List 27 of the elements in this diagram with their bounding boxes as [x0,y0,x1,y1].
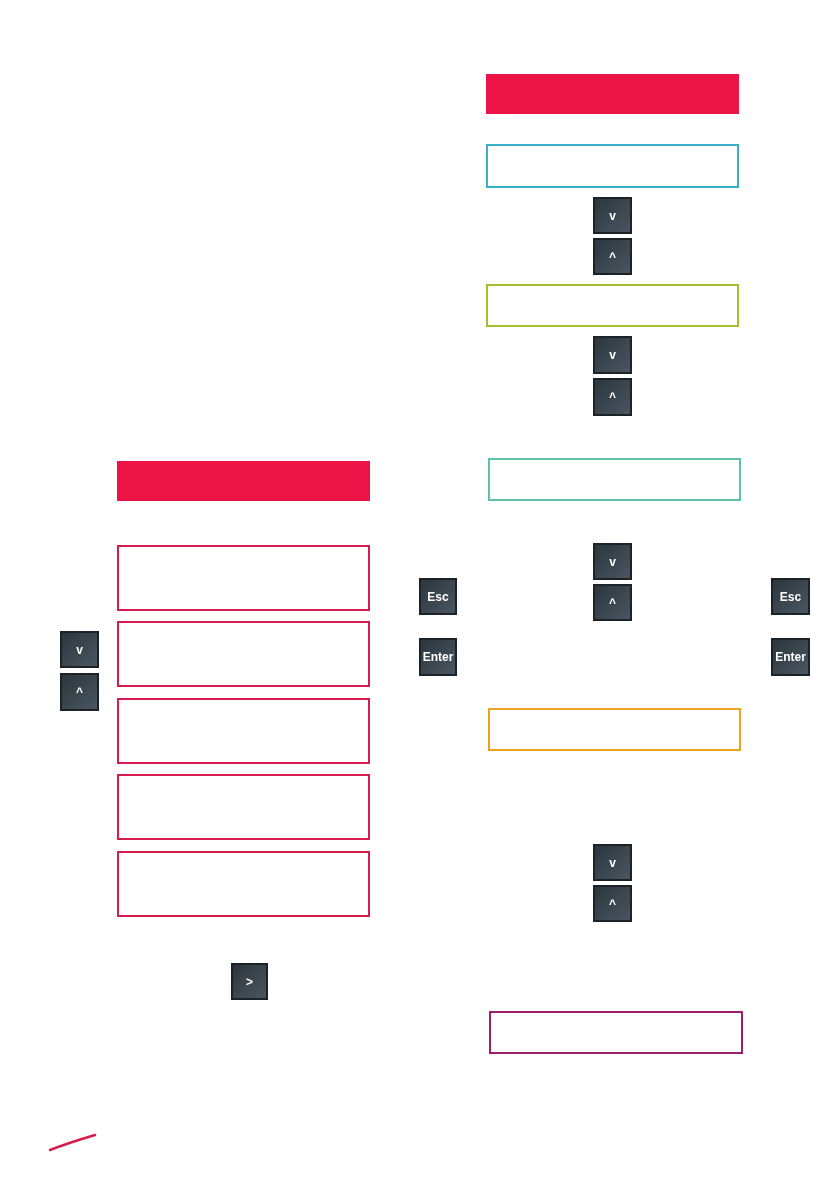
key-button: v [593,543,632,580]
heading-bar [486,74,739,114]
menu-box [117,698,370,764]
key-button: ^ [593,885,632,922]
key-button: Esc [771,578,810,615]
key-button: > [231,963,268,1000]
menu-box [117,621,370,687]
key-button: ^ [593,584,632,621]
key-button: ^ [60,673,99,711]
menu-box [488,708,741,751]
key-button: v [60,631,99,668]
menu-box [486,284,739,327]
menu-box [486,144,739,188]
key-button: Esc [419,578,457,615]
menu-box [117,774,370,840]
menu-box [117,545,370,611]
key-button: ^ [593,378,632,416]
heading-bar [117,461,370,501]
key-button: Enter [771,638,810,676]
menu-box [488,458,741,501]
key-button: Enter [419,638,457,676]
key-button: v [593,197,632,234]
menu-box [117,851,370,917]
menu-box [489,1011,743,1054]
key-button: v [593,336,632,374]
key-button: v [593,844,632,881]
key-button: ^ [593,238,632,275]
